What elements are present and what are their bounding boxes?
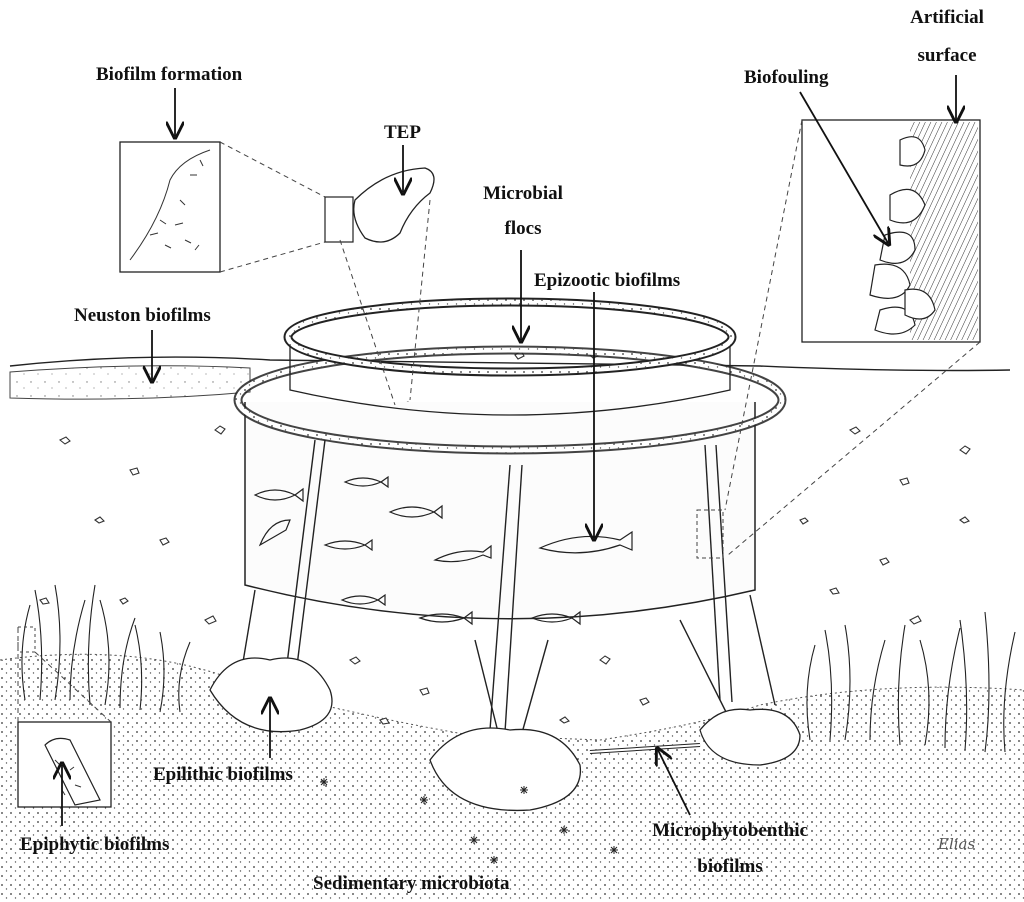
tep-particle xyxy=(353,167,435,243)
label-sedimentary-microbiota: Sedimentary microbiota xyxy=(313,873,510,894)
fish-school xyxy=(253,475,633,626)
label-epilithic-biofilms: Epilithic biofilms xyxy=(153,764,293,785)
neuston-layer xyxy=(9,365,251,400)
artist-signature: Elias xyxy=(938,835,976,853)
label-microphytobenthic-2: biofilms xyxy=(697,856,763,877)
sediment-organisms xyxy=(320,778,618,864)
label-neuston-biofilms: Neuston biofilms xyxy=(74,305,211,326)
label-biofilm-formation: Biofilm formation xyxy=(96,64,243,85)
label-epizootic-biofilms: Epizootic biofilms xyxy=(534,270,681,291)
label-artificial-surface-2: surface xyxy=(917,45,977,66)
label-microbial-flocs-1: Microbial xyxy=(483,183,563,204)
seagrass-right xyxy=(806,611,1016,753)
label-epiphytic-biofilms: Epiphytic biofilms xyxy=(20,834,170,855)
label-biofouling: Biofouling xyxy=(744,67,829,88)
label-microbial-flocs-2: flocs xyxy=(504,218,542,239)
label-tep: TEP xyxy=(384,122,421,143)
floc-particles xyxy=(39,350,971,725)
rocks xyxy=(209,657,801,812)
label-arrows xyxy=(62,75,956,826)
seagrass-left xyxy=(21,584,191,713)
net-pen-legs xyxy=(239,439,776,741)
label-microphytobenthic-1: Microphytobenthic xyxy=(652,820,808,841)
arrow-microphytobenthic xyxy=(658,750,691,816)
arrow-biofouling xyxy=(799,91,888,243)
label-artificial-surface-1: Artificial xyxy=(910,7,984,28)
net-pen-body xyxy=(244,402,756,620)
water-surface-line xyxy=(9,356,1011,372)
upper-pen-wall xyxy=(289,340,731,416)
